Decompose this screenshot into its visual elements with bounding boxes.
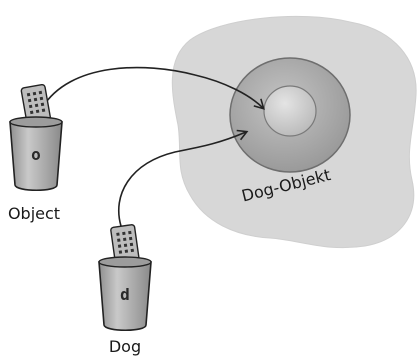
dog-caption: Dog: [109, 337, 141, 356]
cup-rim: [9, 116, 63, 128]
object-reference-cup: o: [9, 83, 63, 192]
object-reference-arrow: [41, 66, 265, 110]
dog-reference-cup: d: [98, 224, 152, 332]
dog-reference-arrow: [117, 129, 249, 227]
cup-letter: o: [31, 145, 41, 164]
dog-object: [229, 57, 351, 173]
dog-object-inner-core: [263, 85, 317, 137]
cup-body: [98, 261, 152, 332]
cup-rim: [98, 256, 152, 268]
object-caption: Object: [8, 204, 60, 223]
cup-body: [9, 121, 63, 192]
cup-letter: d: [120, 285, 130, 304]
